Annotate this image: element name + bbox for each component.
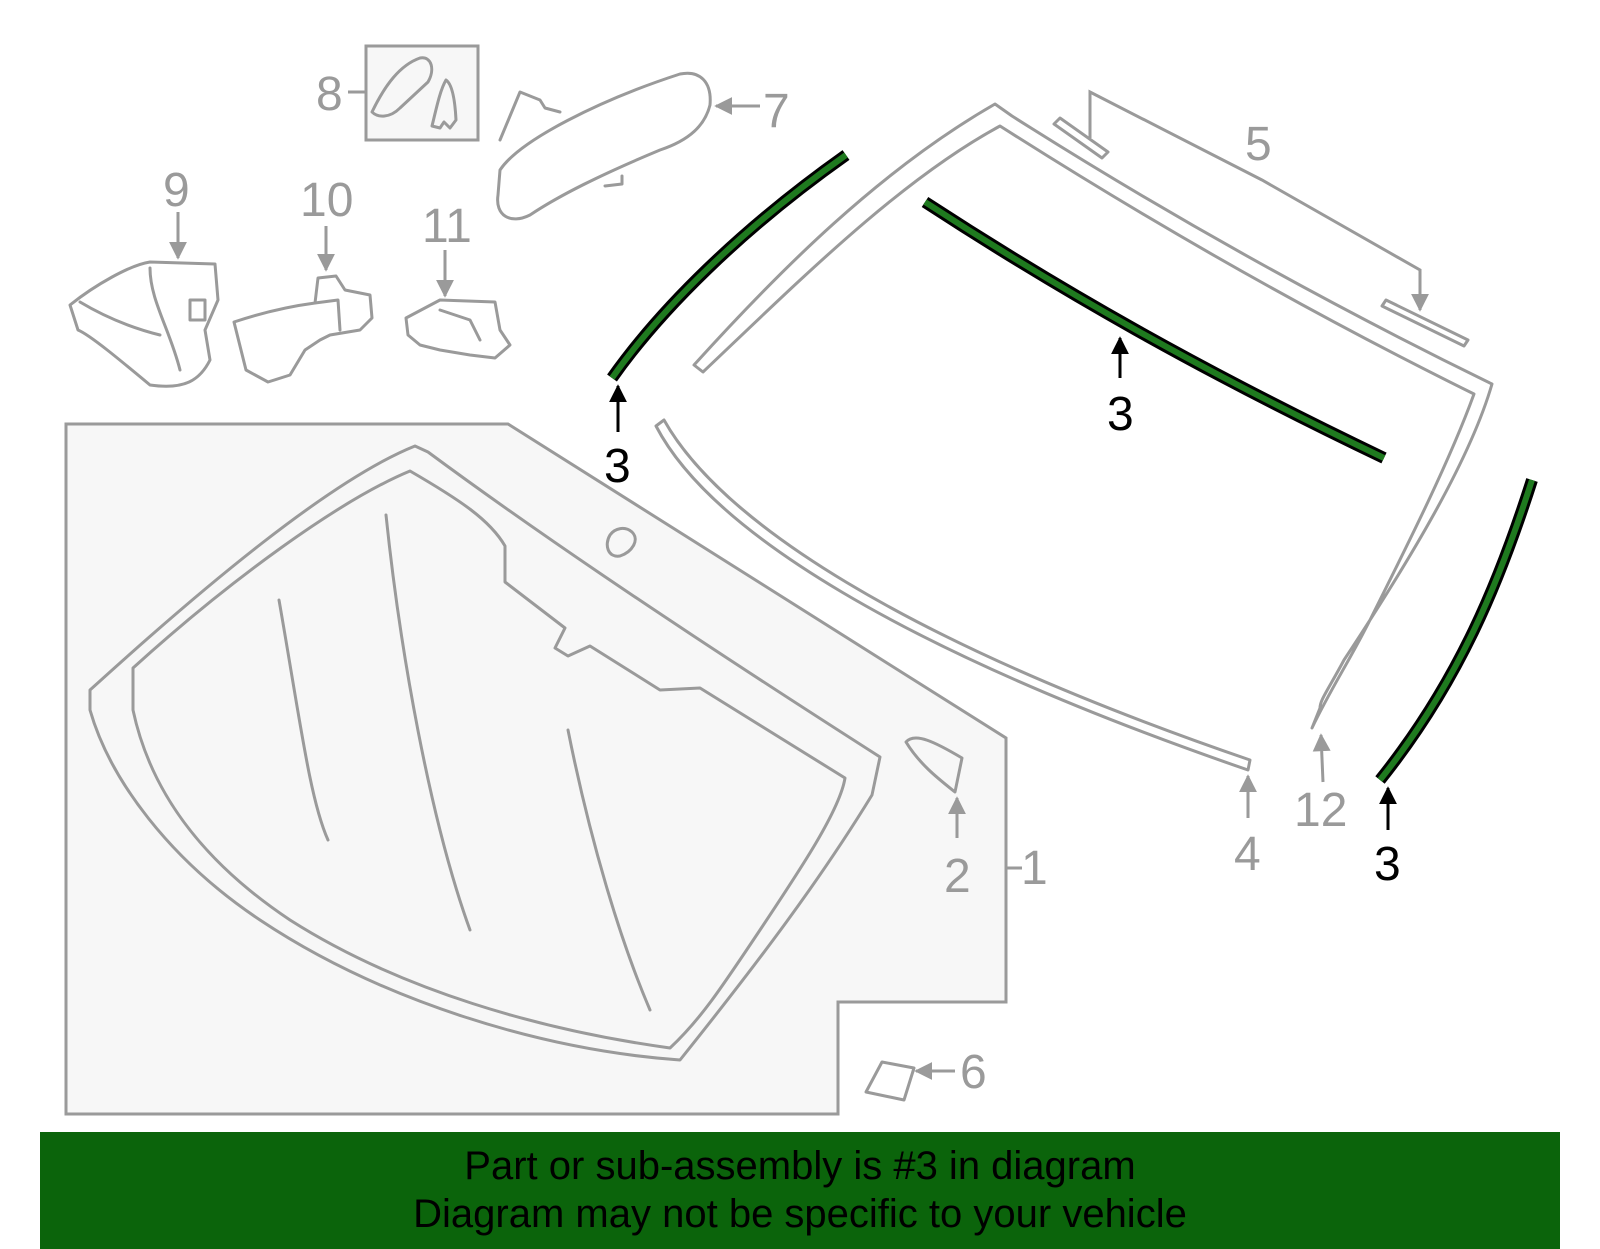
callout-11: 11 [422,200,472,253]
callout-3-top: 3 [1107,388,1134,441]
callout-3-right: 3 [1374,838,1401,891]
part-3-left-molding [607,150,850,382]
callout-5: 5 [1245,118,1272,171]
callout-9: 9 [163,164,190,217]
callout-6: 6 [960,1046,987,1099]
callout-8: 8 [316,68,343,121]
part-5-moldings [1052,89,1470,348]
callout-2: 2 [944,850,971,903]
callout-1: 1 [1021,842,1048,895]
part-3-top-molding [921,196,1387,464]
windshield-glass [88,444,882,1062]
callout-12: 12 [1294,784,1347,837]
callout-3-left: 3 [604,440,631,493]
part-2-bracket [904,736,964,794]
upper-frame-molding [692,102,1494,730]
callout-10: 10 [300,174,353,227]
part-3-highlighted-moldings [607,150,1538,784]
part-11-bracket [404,298,512,360]
banner-line-1: Part or sub-assembly is #3 in diagram [464,1144,1136,1188]
part-8-clip-box [364,44,480,142]
banner-line-2: Diagram may not be specific to your vehi… [413,1192,1187,1236]
callout-7: 7 [763,85,790,138]
part-7-mirror [496,71,712,221]
part-6-pad [864,1060,916,1102]
part-10-cover [232,274,374,384]
part-4-lower-molding [654,418,1252,772]
notice-banner: Part or sub-assembly is #3 in diagram Di… [40,1132,1560,1249]
callout-4: 4 [1234,828,1261,881]
part-9-cover [68,260,220,388]
part-3-right-molding [1375,478,1538,784]
